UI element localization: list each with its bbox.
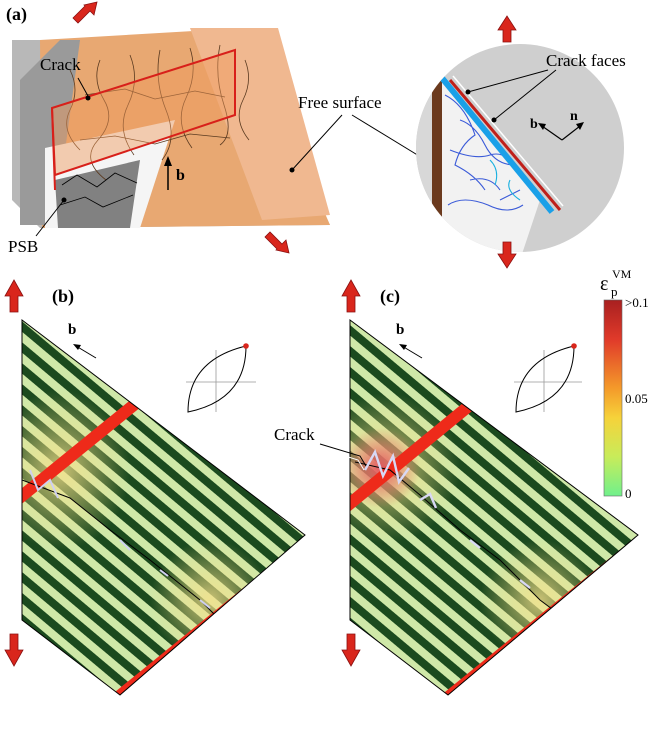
load-arrow-up-c — [341, 279, 361, 313]
load-arrow-up-b — [4, 279, 24, 313]
psb-band-upper-c — [350, 400, 474, 525]
panel-c-label: (c) — [380, 286, 400, 307]
colorbar: ε p VM >0.1 0.05 0 — [600, 267, 649, 501]
panel-b-label: (b) — [52, 286, 74, 307]
panel-b: (b) b — [4, 279, 306, 696]
crack-label-c: Crack — [274, 425, 315, 444]
load-arrow-down-b — [4, 633, 24, 667]
panel-a-label: (a) — [6, 4, 27, 25]
stripe-domain-b — [22, 320, 305, 695]
crack-inset: Crack faces b n — [416, 44, 626, 252]
inset-b-label: b — [530, 117, 538, 132]
colorbar-title-main: ε — [600, 273, 608, 295]
crack-label: Crack — [40, 55, 81, 74]
hysteresis-inset-b — [186, 343, 256, 413]
b-vector-label: b — [176, 167, 185, 184]
b-vector-label-b: b — [68, 322, 76, 338]
crack-faces-label: Crack faces — [546, 51, 626, 70]
b-vector-label-c: b — [396, 322, 404, 338]
panel-c: (c) b Crack — [274, 279, 639, 696]
inset-n-label: n — [570, 109, 578, 124]
grain-block — [12, 28, 330, 228]
colorbar-tick-mid: 0.05 — [625, 391, 648, 406]
colorbar-title-sub: p — [611, 284, 618, 299]
inset-arrow-down — [497, 241, 517, 269]
psb-label: PSB — [8, 237, 38, 256]
hysteresis-inset-c — [514, 343, 582, 413]
panel-a: (a) b Crack PSB — [6, 1, 626, 269]
colorbar-tick-min: 0 — [625, 486, 632, 501]
colorbar-title-sup: VM — [612, 267, 632, 281]
load-arrow-down-right — [264, 231, 290, 254]
load-arrow-up-left — [72, 1, 98, 24]
inset-arrow-up — [497, 15, 517, 43]
colorbar-tick-max: >0.1 — [625, 295, 649, 310]
load-arrow-down-c — [341, 633, 361, 667]
stripe-domain-c — [350, 320, 638, 695]
psb-band-upper-b — [22, 395, 144, 535]
colorbar-gradient — [603, 299, 623, 497]
free-surface-label: Free surface — [298, 93, 382, 112]
